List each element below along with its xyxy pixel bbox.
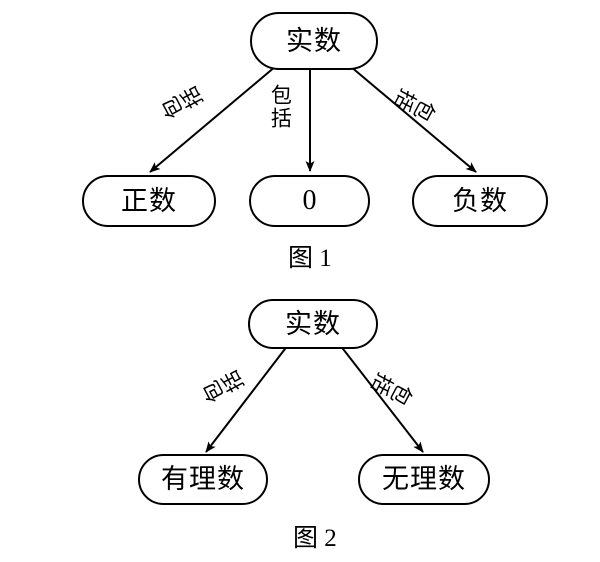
edge-shishu-to-fushu [349,65,477,173]
node-figure1-zero[interactable]: 0 [249,175,370,227]
node-figure2-irrational[interactable]: 无理数 [358,454,490,505]
edge-shishu-to-wulishu [339,344,424,453]
edge-shishu-to-zhengshu [149,65,277,173]
node-label: 负数 [452,185,508,216]
node-figure1-root[interactable]: 实数 [250,12,378,70]
node-label: 有理数 [161,464,245,494]
node-figure1-negative[interactable]: 负数 [412,175,548,227]
node-label: 实数 [285,308,341,339]
node-label: 0 [302,185,317,216]
node-figure2-rational[interactable]: 有理数 [138,454,268,505]
caption-figure-2: 图 2 [293,525,337,552]
node-figure2-root[interactable]: 实数 [248,299,378,349]
node-figure1-positive[interactable]: 正数 [82,175,216,227]
edge-label-figure1-middle: 包括 [268,84,293,130]
caption-figure-1: 图 1 [288,245,332,272]
node-label: 正数 [121,185,177,216]
node-label: 无理数 [382,464,466,494]
node-label: 实数 [286,25,342,56]
edge-shishu-to-youlishu [205,344,289,453]
